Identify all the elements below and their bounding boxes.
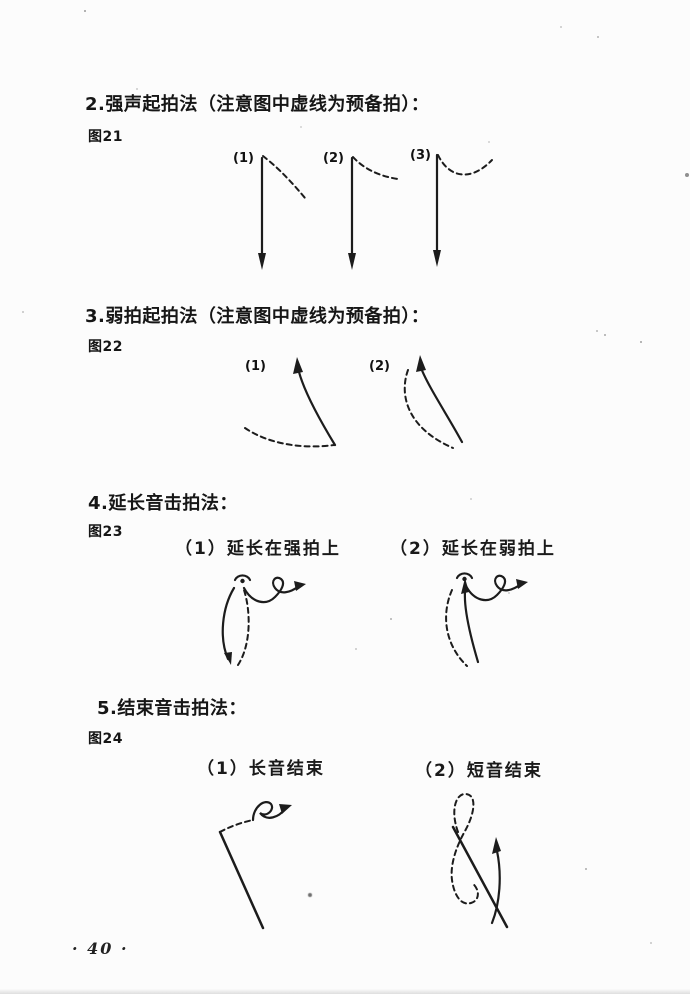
figure-22-beat-diagrams [244,355,464,449]
figure-24-caption-1: （1）长音结束 [197,759,325,779]
section-2-heading: 2.强声起拍法（注意图中虚线为预备拍）： [85,94,430,115]
scan-noise-specks [0,0,2,2]
fermata-icon [233,574,252,584]
figure-22-diagram-1-label: (1) [245,359,266,374]
strong-start-pattern-2 [348,156,399,270]
section-5-heading: 5.结束音击拍法： [97,698,247,719]
fermata-on-weak-beat-pattern [445,572,528,667]
long-note-ending-pattern [218,801,292,930]
fermata-on-strong-beat-pattern [221,574,306,666]
figure-23-fermata-diagrams [221,572,528,667]
section-3-heading: 3.弱拍起拍法（注意图中虚线为预备拍）： [85,306,430,327]
figure-23-label: 图23 [88,524,123,540]
short-note-ending-pattern [450,793,509,929]
figure-22-diagram-2-label: (2) [369,359,390,374]
weak-start-pattern-1 [244,357,337,448]
figure-22-label: 图22 [88,339,123,355]
figure-24-label: 图24 [88,731,123,747]
strong-start-pattern-1 [258,155,306,270]
figure-21-label: 图21 [88,129,123,145]
figure-21-diagram-1-label: (1) [233,151,254,166]
figure-21-beat-diagrams [258,153,493,270]
weak-start-pattern-2 [403,355,464,449]
figure-21-diagram-2-label: (2) [323,151,344,166]
scan-bottom-edge [0,989,690,994]
page-number: · 40 · [72,939,129,958]
strong-start-pattern-3 [433,153,493,267]
figure-24-caption-2: （2）短音结束 [415,761,543,781]
figure-23-caption-1: （1）延长在强拍上 [175,539,341,559]
figure-23-caption-2: （2）延长在弱拍上 [390,539,556,559]
section-4-heading: 4.延长音击拍法： [88,493,238,514]
figure-24-ending-diagrams [218,793,509,930]
figure-21-diagram-3-label: (3) [410,148,431,163]
